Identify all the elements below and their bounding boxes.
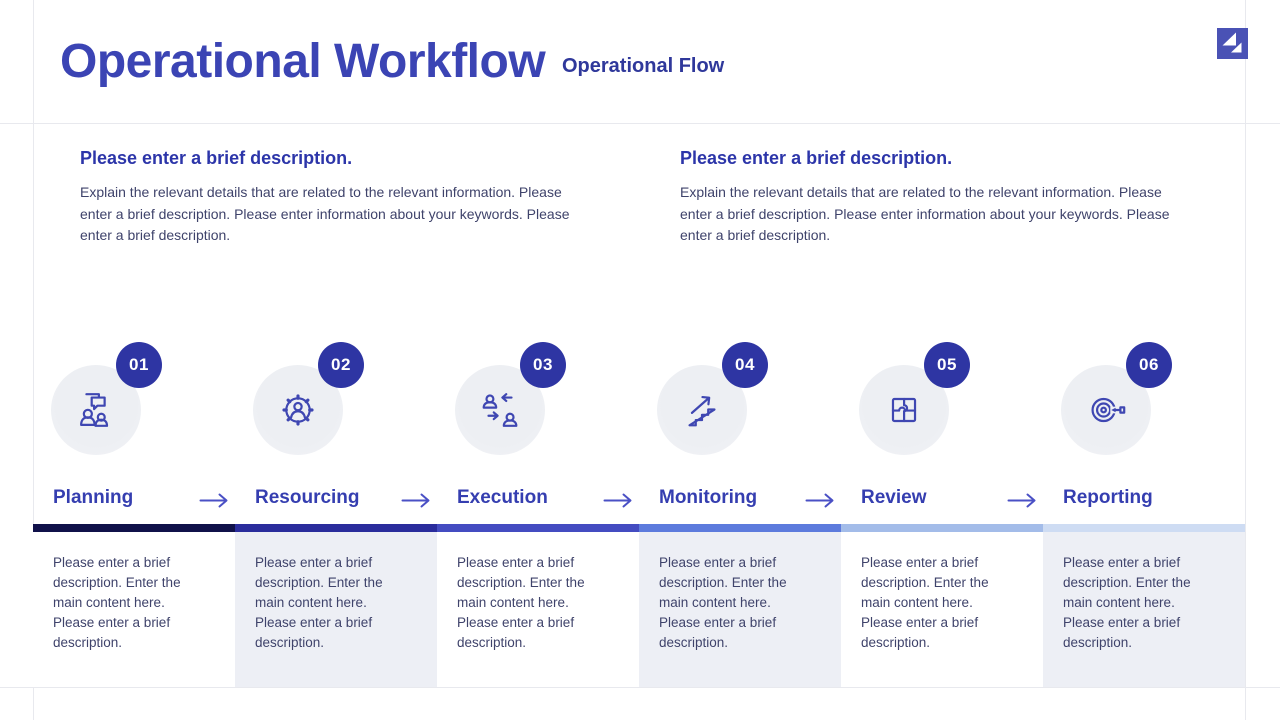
step-title: Monitoring bbox=[659, 487, 758, 508]
right-margin-guide bbox=[1245, 0, 1246, 720]
workflow-step-resourcing: 02 Resourcing Please enter a brief descr… bbox=[235, 330, 437, 687]
page-title: Operational Workflow bbox=[60, 35, 546, 88]
workflow-steps: 01 Planning Please enter a brief descrip… bbox=[33, 330, 1245, 687]
step-color-bar bbox=[841, 524, 1043, 532]
next-step-arrow-icon bbox=[199, 493, 228, 508]
left-margin-guide bbox=[33, 0, 34, 720]
step-number-badge: 03 bbox=[520, 342, 566, 388]
step-color-bar bbox=[235, 524, 437, 532]
step-color-bar bbox=[1043, 524, 1245, 532]
next-step-arrow-icon bbox=[401, 493, 430, 508]
puzzle-icon bbox=[891, 397, 917, 423]
workflow-step-review: 05 Review Please enter a brief descripti… bbox=[841, 330, 1043, 687]
step-number-badge: 06 bbox=[1126, 342, 1172, 388]
step-title: Reporting bbox=[1063, 487, 1153, 508]
header-divider bbox=[0, 123, 1280, 124]
step-number-badge: 04 bbox=[722, 342, 768, 388]
step-title: Review bbox=[861, 487, 927, 508]
step-number-badge: 02 bbox=[318, 342, 364, 388]
workflow-step-execution: 03 Execution Please enter a brief descri… bbox=[437, 330, 639, 687]
step-description: Please enter a brief description. Enter … bbox=[235, 532, 437, 687]
intro-block: Please enter a brief description. Explai… bbox=[680, 148, 1177, 247]
step-title: Resourcing bbox=[255, 487, 360, 508]
step-number-badge: 01 bbox=[116, 342, 162, 388]
intro-block: Please enter a brief description. Explai… bbox=[80, 148, 577, 247]
step-color-bar bbox=[33, 524, 235, 532]
gear-user-icon bbox=[282, 394, 314, 426]
step-description: Please enter a brief description. Enter … bbox=[33, 532, 235, 687]
footer-divider bbox=[0, 687, 1280, 688]
double-triangle-logo bbox=[1217, 28, 1248, 59]
meeting-discussion-icon bbox=[80, 393, 109, 427]
step-description: Please enter a brief description. Enter … bbox=[639, 532, 841, 687]
target-arrow-icon bbox=[1091, 397, 1126, 423]
next-step-arrow-icon bbox=[1007, 493, 1036, 508]
step-title: Planning bbox=[53, 487, 134, 508]
step-title: Execution bbox=[457, 487, 548, 508]
step-color-bar bbox=[639, 524, 841, 532]
step-description: Please enter a brief description. Enter … bbox=[437, 532, 639, 687]
next-step-arrow-icon bbox=[603, 493, 632, 508]
step-number-badge: 05 bbox=[924, 342, 970, 388]
workflow-step-reporting: 06 Reporting Please enter a brief descri… bbox=[1043, 330, 1245, 687]
step-description: Please enter a brief description. Enter … bbox=[1043, 532, 1245, 687]
intro-body: Explain the relevant details that are re… bbox=[80, 184, 570, 243]
intro-heading: Please enter a brief description. bbox=[680, 148, 953, 168]
step-color-bar bbox=[437, 524, 639, 532]
workflow-step-planning: 01 Planning Please enter a brief descrip… bbox=[33, 330, 235, 687]
growth-stairs-icon bbox=[688, 395, 716, 427]
page-subtitle: Operational Flow bbox=[562, 55, 725, 77]
intro-heading: Please enter a brief description. bbox=[80, 148, 353, 168]
workflow-step-monitoring: 04 Monitoring Please enter a brief descr… bbox=[639, 330, 841, 687]
people-exchange-icon bbox=[482, 393, 518, 427]
step-description: Please enter a brief description. Enter … bbox=[841, 532, 1043, 687]
next-step-arrow-icon bbox=[805, 493, 834, 508]
intro-body: Explain the relevant details that are re… bbox=[680, 184, 1170, 243]
